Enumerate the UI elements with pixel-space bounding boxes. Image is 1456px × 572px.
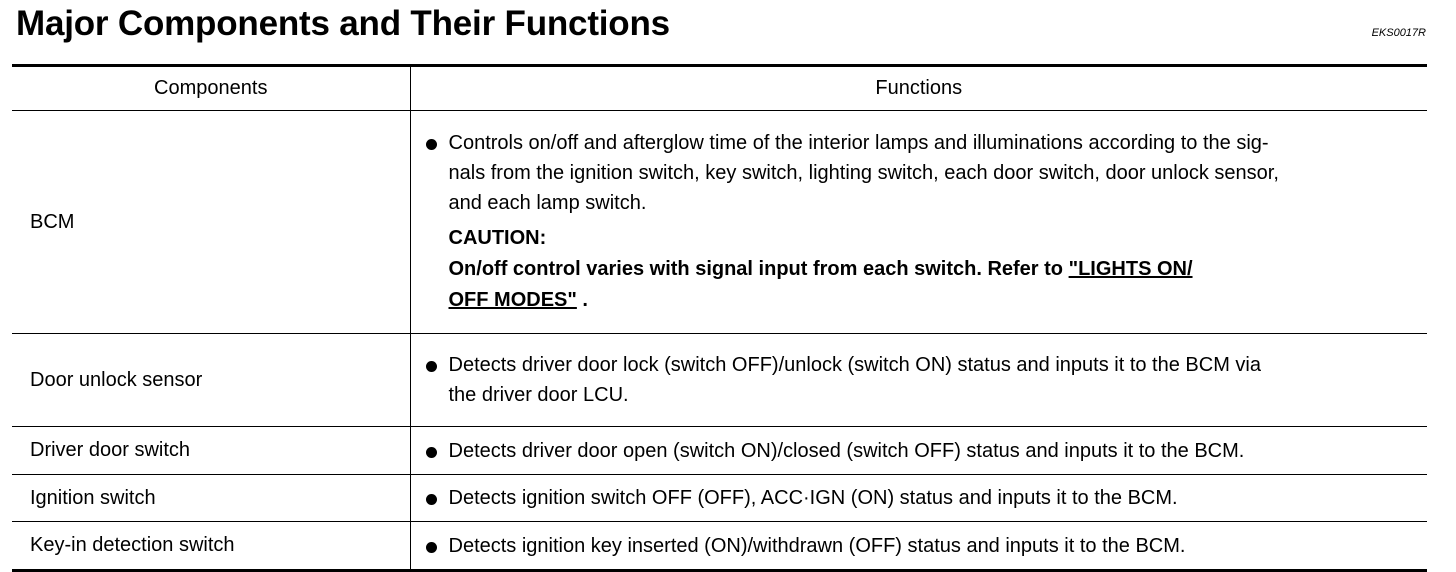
function-cell: Detects ignition switch OFF (OFF), ACC·I… <box>410 474 1427 522</box>
table-row: Ignition switch Detects ignition switch … <box>12 474 1427 522</box>
caution-block: CAUTION: On/off control varies with sign… <box>425 223 1416 316</box>
function-line: Detects driver door open (switch ON)/clo… <box>448 439 1245 462</box>
lights-modes-link[interactable]: "LIGHTS ON/ <box>1068 258 1193 280</box>
function-cell: Detects driver door open (switch ON)/clo… <box>410 426 1427 475</box>
lights-modes-link-continued[interactable]: OFF MODES" <box>448 289 577 311</box>
page-title: Major Components and Their Functions <box>16 4 670 43</box>
table-row: Door unlock sensor Detects driver door l… <box>12 333 1427 427</box>
components-table: Components Functions BCM Controls on/off… <box>12 64 1427 572</box>
function-line: nals from the ignition switch, key switc… <box>448 162 1279 184</box>
function-line: Detects driver door lock (switch OFF)/un… <box>448 354 1261 376</box>
header-components: Components <box>12 65 411 111</box>
document-code: EKS0017R <box>1371 27 1426 39</box>
function-line: and each lamp switch. <box>448 192 647 214</box>
component-cell: Key-in detection switch <box>12 521 411 571</box>
component-cell: Door unlock sensor <box>12 333 411 427</box>
function-line: Detects ignition key inserted (ON)/withd… <box>448 534 1186 557</box>
function-line: Detects ignition switch OFF (OFF), ACC·I… <box>448 487 1178 509</box>
header-functions: Functions <box>410 65 1427 111</box>
bullet-icon <box>425 128 449 218</box>
component-cell: Driver door switch <box>12 426 411 475</box>
function-cell: Detects ignition key inserted (ON)/withd… <box>410 521 1427 571</box>
function-cell: Detects driver door lock (switch OFF)/un… <box>410 333 1427 427</box>
function-line: the driver door LCU. <box>448 384 629 406</box>
caution-end: . <box>576 289 588 311</box>
function-line: Controls on/off and afterglow time of th… <box>448 132 1269 154</box>
caution-label: CAUTION: <box>448 227 547 249</box>
component-cell: Ignition switch <box>12 474 411 522</box>
bullet-icon <box>425 436 449 466</box>
caution-text: On/off control varies with signal input … <box>448 258 1064 280</box>
bullet-icon <box>425 483 449 513</box>
bullet-icon <box>425 531 449 561</box>
table-row: BCM Controls on/off and afterglow time o… <box>12 110 1427 334</box>
table-header-row: Components Functions <box>12 65 1427 111</box>
bullet-icon <box>425 350 449 410</box>
table-row: Key-in detection switch Detects ignition… <box>12 521 1427 571</box>
table-row: Driver door switch Detects driver door o… <box>12 426 1427 475</box>
function-cell: Controls on/off and afterglow time of th… <box>410 110 1427 334</box>
component-cell: BCM <box>12 110 411 334</box>
